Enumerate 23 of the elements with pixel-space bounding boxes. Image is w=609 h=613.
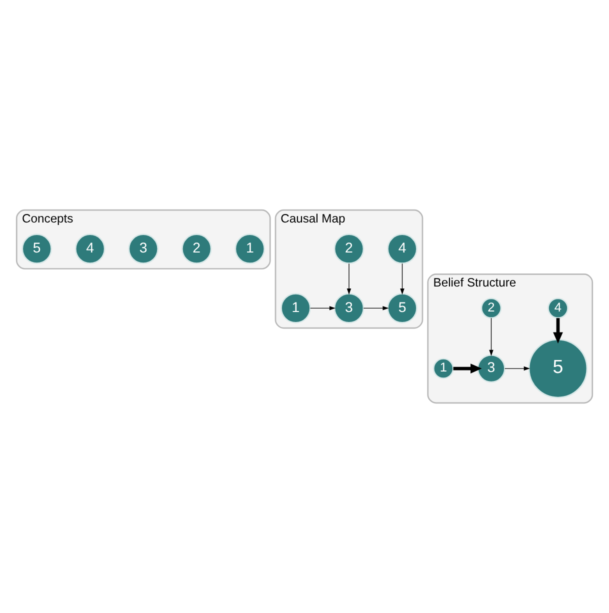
arrow [453,364,482,374]
arrow [400,263,404,295]
arrow [363,306,389,310]
node-circle: 2 [334,234,364,264]
node-circle: 2 [181,234,212,264]
node-circle: 2 [480,298,502,319]
node-circle: 5 [528,338,588,398]
node-circle: 4 [387,234,418,264]
node-circle: 4 [548,298,568,319]
node-circle: 3 [334,293,364,324]
node-circle: 3 [128,234,159,264]
arrow [489,318,494,356]
node-circle: 1 [234,234,266,264]
node-circle: 4 [74,234,106,264]
node-circle: 1 [432,358,454,379]
arrow [553,318,563,344]
node-circle: 5 [387,293,418,324]
arrow [310,306,336,310]
node-circle: 3 [477,354,506,383]
node-circle: 1 [280,293,311,324]
arrow [504,366,530,371]
node-circle: 5 [22,234,52,264]
arrow [346,263,352,295]
